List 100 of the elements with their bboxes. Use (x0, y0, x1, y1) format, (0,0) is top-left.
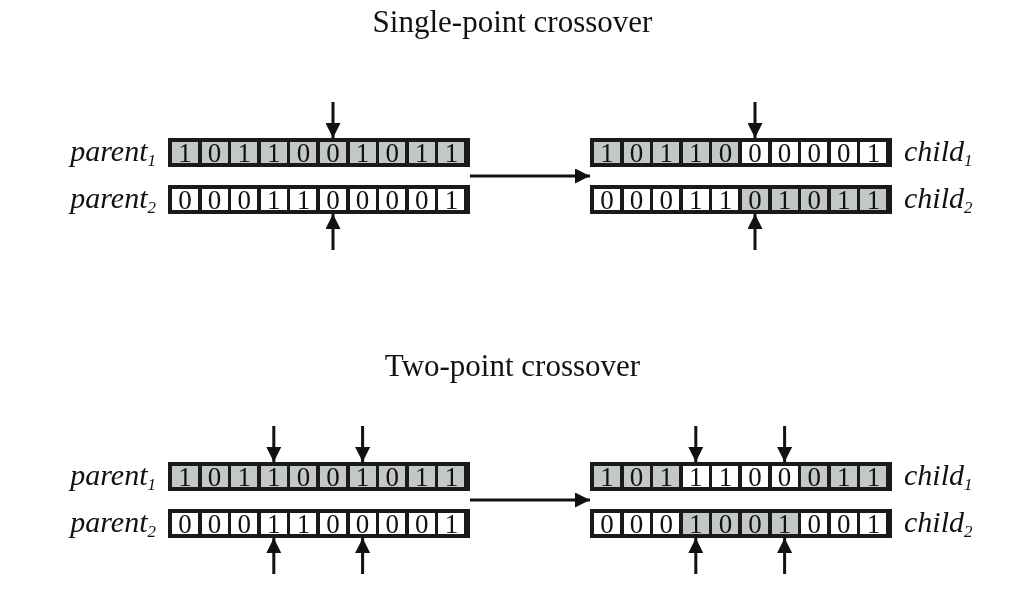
bit-cell: 0 (319, 465, 347, 488)
bit-string-bar (590, 138, 892, 167)
arrow (470, 492, 590, 508)
bit-cell: 1 (407, 465, 436, 488)
bit-cell: 0 (289, 465, 318, 488)
bit-cell: 0 (800, 465, 829, 488)
heading: Single-point crossover (372, 4, 653, 40)
bit-cell: 0 (378, 188, 407, 211)
chromosome-label: parent$_{2}$ (70, 505, 156, 539)
bit-cell: 1 (259, 512, 288, 535)
bit-string-bar (168, 138, 470, 167)
chromosome-label: parent$_{1}$ (70, 458, 156, 492)
bit-cell: 0 (741, 465, 769, 488)
bit-cell: 1 (259, 188, 288, 211)
bit-cell: 1 (230, 465, 259, 488)
cut-point-arrow (325, 102, 341, 138)
bit-cell: 1 (437, 465, 466, 488)
cut-point-arrow (747, 214, 763, 250)
bit-cell: 0 (741, 188, 769, 211)
bit-cell: 1 (859, 141, 888, 164)
bit-cell: 0 (622, 512, 651, 535)
bit-cell: 1 (348, 465, 377, 488)
cut-point-arrow (688, 426, 704, 462)
bit-cell: 1 (859, 188, 888, 211)
bit-cell: 1 (770, 512, 799, 535)
bit-cell: 1 (171, 465, 199, 488)
cut-point-arrow (355, 538, 371, 574)
bit-cell: 0 (289, 141, 318, 164)
bit-string-bar (168, 462, 470, 491)
bit-cell: 0 (741, 512, 769, 535)
bit-string-bar (590, 509, 892, 538)
bit-cell: 0 (593, 188, 621, 211)
bit-cell: 0 (652, 512, 681, 535)
bit-cell: 0 (829, 512, 858, 535)
cut-point-arrow (777, 426, 793, 462)
bit-cell: 1 (829, 188, 858, 211)
bit-cell: 0 (829, 141, 858, 164)
bit-cell: 0 (800, 188, 829, 211)
bit-cell: 1 (681, 188, 710, 211)
bit-string-bar (590, 185, 892, 214)
cut-point-arrow (747, 102, 763, 138)
bit-cell: 1 (437, 141, 466, 164)
bit-cell: 1 (593, 465, 621, 488)
cut-point-arrow (688, 538, 704, 574)
bit-cell: 0 (711, 141, 740, 164)
bit-cell: 1 (859, 512, 888, 535)
bit-cell: 1 (437, 188, 466, 211)
bit-cell: 0 (378, 141, 407, 164)
bit-cell: 1 (652, 465, 681, 488)
bit-cell: 0 (200, 141, 229, 164)
bit-cell: 0 (230, 188, 259, 211)
bit-cell: 1 (681, 512, 710, 535)
bit-cell: 0 (200, 465, 229, 488)
bit-cell: 1 (859, 465, 888, 488)
chromosome-label: child$_{2}$ (904, 505, 973, 539)
bit-cell: 1 (711, 465, 740, 488)
bit-cell: 0 (407, 188, 436, 211)
bit-cell: 0 (171, 512, 199, 535)
cut-point-arrow (777, 538, 793, 574)
bit-cell: 1 (681, 141, 710, 164)
bit-cell: 0 (200, 188, 229, 211)
bit-cell: 0 (407, 512, 436, 535)
chromosome-label: child$_{1}$ (904, 134, 973, 168)
cut-point-arrow (266, 426, 282, 462)
bit-cell: 0 (378, 465, 407, 488)
bit-cell: 1 (770, 188, 799, 211)
bit-cell: 0 (622, 141, 651, 164)
bit-cell: 0 (800, 512, 829, 535)
bit-cell: 1 (829, 465, 858, 488)
bit-cell: 0 (319, 141, 347, 164)
cut-point-arrow (266, 538, 282, 574)
bit-cell: 0 (711, 512, 740, 535)
bit-string-bar (168, 509, 470, 538)
bit-cell: 0 (348, 512, 377, 535)
bit-cell: 0 (348, 188, 377, 211)
bit-cell: 0 (770, 141, 799, 164)
bit-cell: 1 (259, 141, 288, 164)
bit-cell: 0 (378, 512, 407, 535)
bit-cell: 0 (800, 141, 829, 164)
bit-cell: 0 (319, 512, 347, 535)
bit-cell: 0 (319, 188, 347, 211)
bit-cell: 1 (711, 188, 740, 211)
bit-cell: 0 (593, 512, 621, 535)
bit-cell: 1 (681, 465, 710, 488)
bit-cell: 0 (770, 465, 799, 488)
bit-string-bar (168, 185, 470, 214)
heading: Two-point crossover (384, 348, 641, 384)
cut-point-arrow (325, 214, 341, 250)
bit-string-bar (590, 462, 892, 491)
bit-cell: 1 (230, 141, 259, 164)
bit-cell: 0 (652, 188, 681, 211)
chromosome-label: child$_{1}$ (904, 458, 973, 492)
bit-cell: 0 (200, 512, 229, 535)
cut-point-arrow (355, 426, 371, 462)
chromosome-label: parent$_{2}$ (70, 181, 156, 215)
bit-cell: 1 (652, 141, 681, 164)
bit-cell: 1 (437, 512, 466, 535)
bit-cell: 1 (593, 141, 621, 164)
bit-cell: 0 (171, 188, 199, 211)
bit-cell: 1 (407, 141, 436, 164)
